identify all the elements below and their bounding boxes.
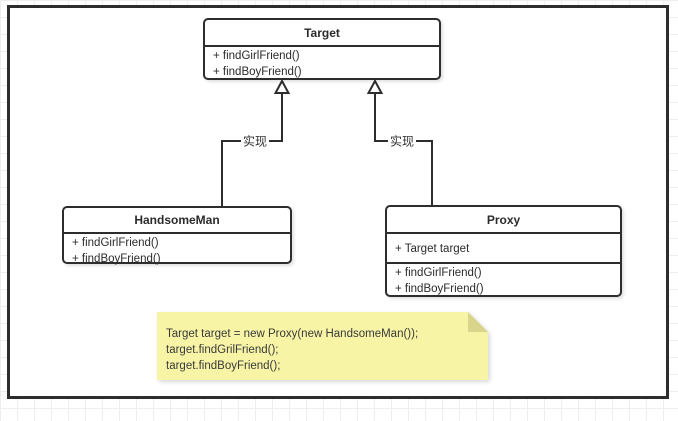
class-title: Proxy — [387, 207, 620, 234]
class-method: + findBoyFriend() — [395, 283, 484, 295]
class-field: + Target target — [395, 243, 470, 255]
class-methods-section: + findGirlFriend() + findBoyFriend() — [387, 264, 620, 297]
folded-corner-icon — [468, 312, 488, 332]
class-method: + findGirlFriend() — [213, 50, 300, 62]
note-line: Target target = new Proxy(new HandsomeMa… — [166, 328, 419, 340]
class-method: + findBoyFriend() — [213, 66, 302, 78]
realization-label-right: 实现 — [387, 132, 417, 150]
class-fields-section: + Target target — [387, 234, 620, 264]
sticky-note[interactable]: Target target = new Proxy(new HandsomeMa… — [157, 312, 488, 380]
class-method: + findBoyFriend() — [72, 253, 161, 265]
note-line: target.findBoyFriend(); — [166, 360, 281, 372]
note-code-text: Target target = new Proxy(new HandsomeMa… — [166, 326, 418, 374]
class-title: HandsomeMan — [64, 208, 290, 234]
class-method: + findGirlFriend() — [395, 267, 482, 279]
class-box-handsomeman[interactable]: HandsomeMan + findGirlFriend() + findBoy… — [62, 206, 292, 267]
class-title: Target — [205, 20, 439, 47]
sticky-note-body — [157, 312, 488, 380]
class-methods-section: + findGirlFriend() + findBoyFriend() — [205, 47, 439, 80]
realization-label-left: 实现 — [240, 132, 270, 150]
class-box-target[interactable]: Target + findGirlFriend() + findBoyFrien… — [203, 18, 441, 80]
class-box-proxy[interactable]: Proxy + Target target + findGirlFriend()… — [385, 205, 622, 297]
note-line: target.findGrilFriend(); — [166, 344, 279, 356]
class-method: + findGirlFriend() — [72, 237, 159, 249]
class-methods-section: + findGirlFriend() + findBoyFriend() — [64, 234, 290, 267]
